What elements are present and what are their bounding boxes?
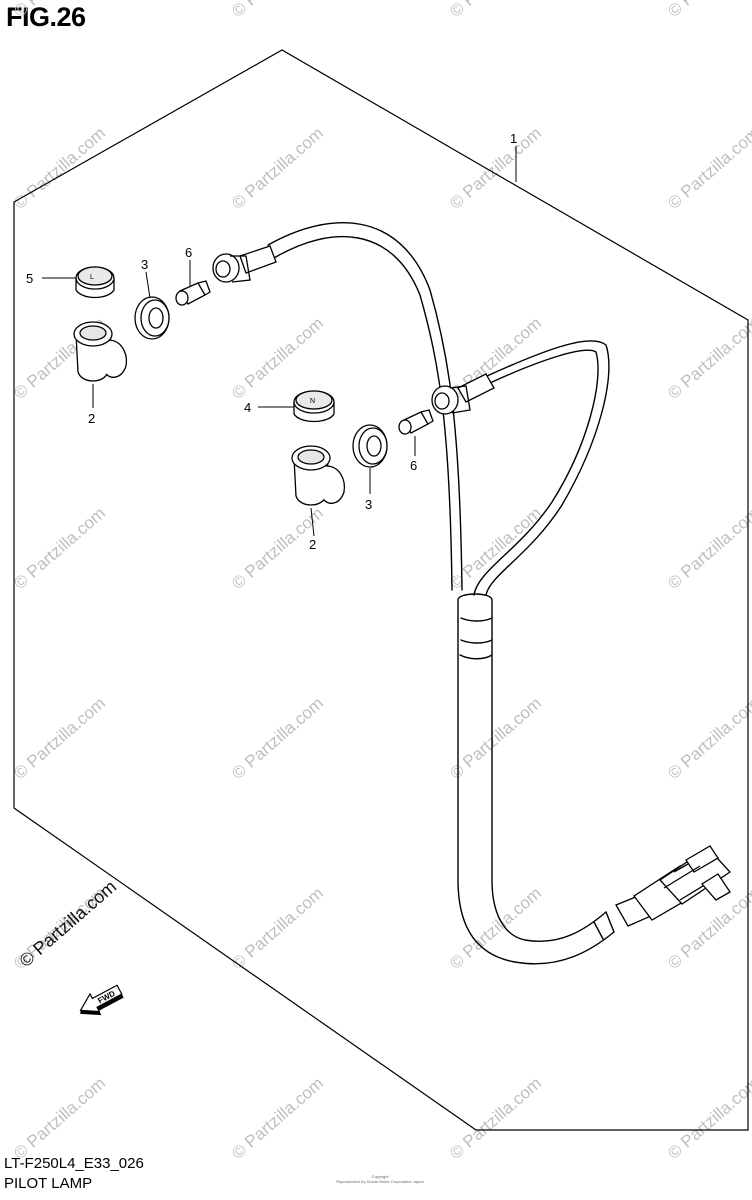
callout-2-lower: 2 [309,537,316,552]
watermark-tile: © Partzilla.com [228,1074,327,1163]
bulb-part-6-upper [175,280,211,306]
tiny-copyright-line-2: Reproduction by Suzuki Motor Corporation… [336,1179,424,1184]
socket-connector-upper [212,245,277,283]
lamp-holder-part-2-lower [291,445,346,506]
watermark-tile: © Partzilla.com [10,0,109,21]
watermark-tile: © Partzilla.com [446,1074,545,1163]
watermark-tile: © Partzilla.com [446,694,545,783]
lamp-holder-part-2-upper [73,321,128,382]
callout-6-upper: 6 [185,245,192,260]
watermark-tile: © Partzilla.com [10,124,109,213]
callout-1: 1 [510,131,517,146]
callout-6-lower: 6 [410,458,417,473]
lens-cap-part-4: N [293,390,335,423]
watermark-tile: © Partzilla.com [664,504,752,593]
watermark-tile: © Partzilla.com [664,694,752,783]
watermark-tile: © Partzilla.com [228,884,327,973]
figure-title: FIG.26 [6,2,86,32]
assembly-frame [13,49,749,1131]
tiny-copyright-line-1: Copyright [371,1174,389,1179]
harness-coupler [615,845,731,927]
wiring-harness [267,222,615,965]
socket-connector-lower [431,373,495,415]
leader-lines [42,146,517,537]
watermark-tile: © Partzilla.com [228,124,327,213]
watermark-tile: © Partzilla.com [446,0,545,21]
figure-caption: PILOT LAMP [4,1175,93,1192]
watermark-tile: © Partzilla.com [664,1074,752,1163]
tiny-copyright: Copyright Reproduction by Suzuki Motor C… [290,1174,470,1184]
model-code: LT-F250L4_E33_026 [4,1155,144,1172]
callout-2-upper: 2 [88,411,95,426]
watermark-tile: © Partzilla.com [10,504,109,593]
svg-text:L: L [90,274,94,281]
lens-cap-part-5: L [75,266,115,299]
watermark-tile: © Partzilla.com [664,0,752,21]
callout-3-lower: 3 [365,497,372,512]
watermark-tile: © Partzilla.com [664,124,752,213]
watermark-tile: © Partzilla.com [446,884,545,973]
watermark-tile: © Partzilla.com [228,314,327,403]
callout-3-upper: 3 [141,257,148,272]
watermark-layer: © Partzilla.com © Partzilla.com © Partzill… [10,0,752,1163]
watermark-tile: © Partzilla.com [664,314,752,403]
callout-5: 5 [26,271,33,286]
grommet-part-3-lower [352,424,388,468]
callout-4: 4 [244,400,251,415]
watermark-tile: © Partzilla.com [228,694,327,783]
watermark-tile: © Partzilla.com [10,694,109,783]
watermark-tile: © Partzilla.com [228,0,327,21]
bulb-part-6-lower [398,409,434,435]
svg-text:N: N [310,398,315,405]
fwd-arrow: FWD [79,984,124,1016]
watermark-tile: © Partzilla.com [10,1074,109,1163]
watermark-tile: © Partzilla.com [446,124,545,213]
grommet-part-3-upper [134,296,170,340]
watermark-main: © Partzilla.com [16,876,121,971]
